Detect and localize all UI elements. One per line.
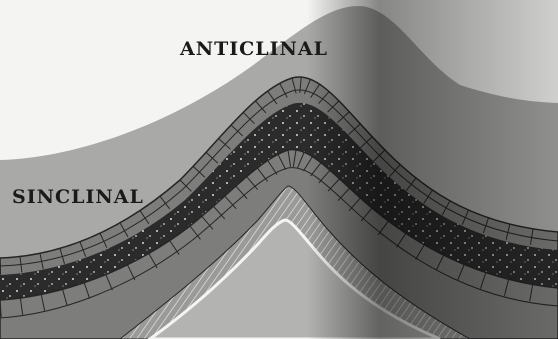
syncline-label: SINCLINAL — [12, 186, 144, 208]
anticline-label: ANTICLINAL — [180, 38, 328, 60]
